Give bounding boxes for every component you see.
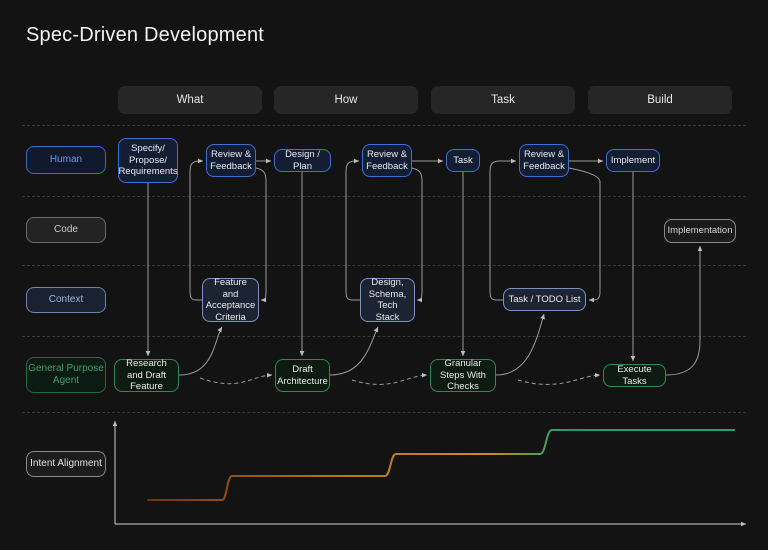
node-granular[interactable]: Granular Steps With Checks [430, 358, 496, 392]
lane-label-context[interactable]: Context [26, 287, 106, 313]
node-feature[interactable]: Feature and Acceptance Criteria [202, 277, 259, 323]
phase-chip-how[interactable]: How [274, 86, 418, 114]
node-review3[interactable]: Review & Feedback [519, 144, 569, 177]
lane-separator-2 [22, 265, 746, 266]
connector-granular-to-execute [517, 372, 601, 385]
connector-draftarch-to-design [329, 326, 379, 376]
connector-design-to-review2 [345, 158, 360, 301]
lane-separator-0 [22, 125, 746, 126]
page-title: Spec-Driven Development [26, 24, 265, 46]
node-todolist[interactable]: Task / TODO List [503, 288, 586, 311]
lane-label-code[interactable]: Code [26, 217, 106, 243]
connector-todolist-to-review3 [489, 158, 517, 301]
intent-alignment-curve [147, 429, 735, 501]
phase-chip-what[interactable]: What [118, 86, 262, 114]
node-review2[interactable]: Review & Feedback [362, 144, 412, 177]
connector-draftarch-to-granular [351, 372, 428, 385]
connector-feature-to-review1 [189, 158, 204, 301]
node-task[interactable]: Task [446, 149, 480, 172]
node-specify[interactable]: Specify/ Propose/ Requirements [118, 138, 178, 183]
connector-review3-to-todolist [568, 167, 601, 303]
connector-research-to-feature [178, 326, 223, 376]
connector-research-to-draftarch [199, 372, 273, 385]
connector-paths [145, 158, 703, 385]
lane-separator-4 [22, 412, 746, 413]
lane-separator-3 [22, 336, 746, 337]
lane-label-agent[interactable]: General Purpose Agent [26, 357, 106, 393]
node-designplan[interactable]: Design / Plan [274, 149, 331, 172]
node-draftarch[interactable]: Draft Architecture [275, 359, 330, 392]
connector-execute-to-implementation [665, 245, 703, 376]
lane-separator-1 [22, 196, 746, 197]
connector-review2-to-design [411, 167, 423, 303]
node-execute[interactable]: Execute Tasks [603, 364, 666, 387]
connector-review1-to-feature [255, 167, 267, 303]
lane-label-intent[interactable]: Intent Alignment [26, 451, 106, 477]
node-design[interactable]: Design, Schema, Tech Stack [360, 277, 415, 323]
node-research[interactable]: Research and Draft Feature [114, 358, 179, 392]
connector-granular-to-todolist [495, 313, 545, 376]
phase-chip-build[interactable]: Build [588, 86, 732, 114]
lane-label-human[interactable]: Human [26, 146, 106, 174]
node-implementation[interactable]: Implementation [664, 219, 736, 243]
node-implement[interactable]: Implement [606, 149, 660, 172]
phase-chip-task[interactable]: Task [431, 86, 575, 114]
node-review1[interactable]: Review & Feedback [206, 144, 256, 177]
